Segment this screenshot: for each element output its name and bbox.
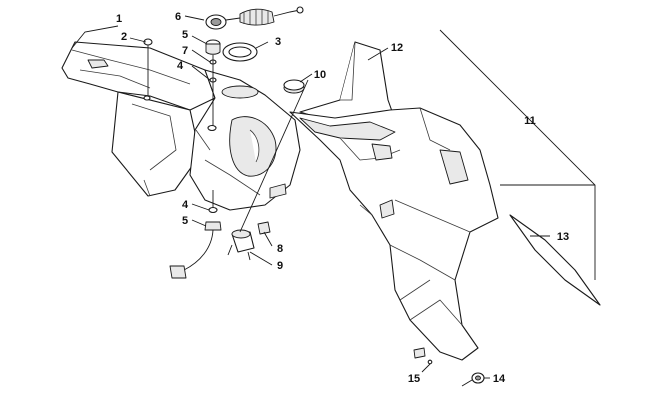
part-lower-switch-wire	[169, 190, 222, 279]
callout-9: 9	[277, 260, 283, 272]
callout-11: 11	[524, 115, 536, 127]
assembly-bracket-11	[439, 29, 596, 280]
callout-8: 8	[277, 243, 283, 255]
callout-2: 2	[121, 31, 127, 43]
callout-4-lower: 4	[182, 199, 189, 211]
part-side-sheet	[509, 214, 601, 306]
callout-5-upper: 5	[182, 29, 188, 41]
callout-7: 7	[182, 45, 188, 57]
leader-lines	[71, 15, 550, 379]
callout-4-upper: 4	[177, 60, 184, 72]
part-clip-8	[257, 221, 271, 235]
part-grommet-10	[283, 79, 305, 94]
part-ring-3	[222, 42, 258, 62]
part-switch-9	[227, 229, 255, 261]
callout-1: 1	[116, 13, 122, 25]
part-bolt-2	[143, 38, 153, 101]
callout-15: 15	[408, 373, 420, 385]
callout-10: 10	[314, 69, 326, 81]
part-cable-connector	[205, 6, 304, 30]
callout-5-lower: 5	[182, 215, 188, 227]
callout-3: 3	[275, 36, 281, 48]
part-center-body-panel	[189, 69, 301, 211]
callout-6: 6	[175, 11, 181, 23]
callout-12: 12	[391, 42, 403, 54]
part-clip-15	[413, 347, 433, 365]
part-screw-14	[461, 372, 485, 387]
part-front-panel	[61, 41, 216, 197]
callout-14: 14	[493, 373, 506, 385]
part-right-side-panel	[289, 107, 499, 361]
callout-13: 13	[557, 231, 569, 243]
